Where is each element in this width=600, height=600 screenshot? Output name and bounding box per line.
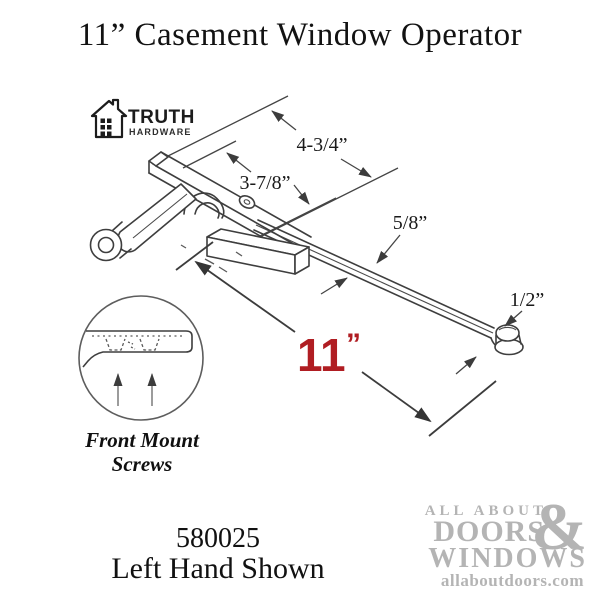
link-arm-highlight [255,224,494,334]
arrow-3-7-8-right [293,184,310,205]
arrow-arm-width [320,277,348,295]
dimension-extension-lines [151,95,399,244]
dimension-line [361,371,432,423]
screw-hole-dashed [127,341,136,350]
crank-arm-highlight [132,193,188,239]
hidden-line-dashes [180,244,243,273]
extension-line [182,140,237,169]
watermark-all-about: ALL ABOUT [424,503,547,519]
brand-name: TRUTH [128,107,195,128]
arrow-5-8 [376,234,401,264]
pivot-rivet [238,195,256,209]
extension-line [261,167,399,237]
extension-line [151,95,289,165]
watermark-doors: DOORS [433,515,545,548]
arrow-4-3-4-right [340,158,372,178]
roller-washer [494,338,524,356]
arrow-4-3-4-left [271,110,297,131]
dimension-overall-length: 11 ” [175,241,497,437]
inset-caption-line1: Front Mount [85,428,199,452]
house-window-panes [100,118,112,136]
screw-hole-dashed [139,338,160,351]
footer-text: 580025 Left Hand Shown [68,524,368,585]
part-number: 580025 [176,523,260,554]
dimension-arrows [226,110,523,375]
rail-mid-edge [155,165,307,252]
dimension-label-11: 11 [297,329,346,381]
truth-hardware-logo: TRUTH HARDWARE [90,98,195,139]
hub-neck [111,221,123,232]
dimension-label-4-3-4: 4-3/4” [296,134,347,156]
dimension-line [194,260,296,333]
watermark-windows: WINDOWS [428,543,587,574]
dimension-label-5-8: 5/8” [393,212,427,234]
screw-hole-dashed [105,338,126,351]
inset-caption: Front Mount Screws [58,428,226,476]
dimension-label-3-7-8: 3-7/8” [239,172,290,194]
front-mount-screws-inset [78,295,204,421]
brand-tagline: HARDWARE [129,127,192,137]
dimension-unit-11: ” [346,328,361,361]
pivot-rivet-center [243,199,251,205]
crank-hub-inner [97,236,115,254]
arrow-1-2 [504,310,523,327]
inset-caption-line2: Screws [111,452,173,477]
base-end-cap [294,246,310,275]
page-title: 11” Casement Window Operator [77,17,523,53]
roller-cap-highlight [498,326,517,331]
rail-end-cap [148,151,169,167]
roller-side [518,334,522,345]
hand-note: Left Hand Shown [111,552,325,586]
inset-bar [82,330,193,368]
dimension-label-1-2: 1/2” [510,289,544,311]
gear-housing-inner [194,202,220,219]
extension-line [245,197,337,244]
extension-tick [428,380,497,437]
watermark-logo: ALL ABOUT DOORS & WINDOWS allaboutdoors.… [420,494,590,598]
inset-circle [78,295,204,421]
dimension-labels: 4-3/4” 3-7/8” 5/8” 1/2” [239,134,544,311]
operator-illustration [89,151,524,356]
link-arm-edge [257,219,495,329]
rail-top-edge [160,151,312,238]
hub-neck [119,248,132,259]
arrow-roller [455,356,477,375]
arrow-3-7-8-left [226,152,252,173]
watermark-website: allaboutdoors.com [440,571,584,590]
extension-tick [175,241,214,271]
watermark-ampersand: & [531,490,587,564]
